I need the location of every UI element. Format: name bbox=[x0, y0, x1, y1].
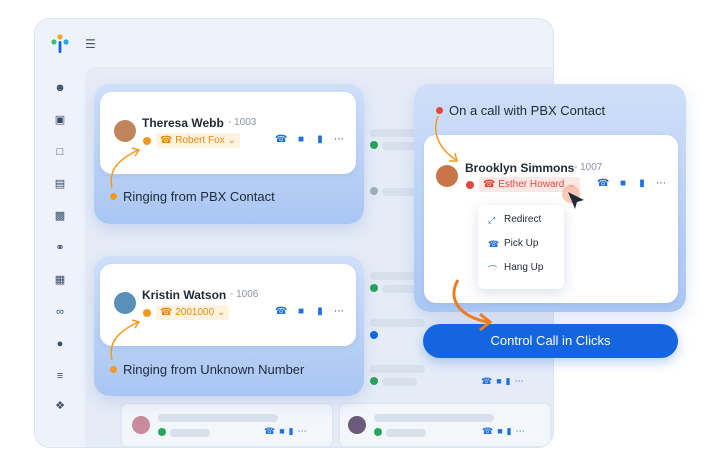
hangup-icon: ⌒ bbox=[488, 265, 498, 275]
message-icon[interactable]: ▮ bbox=[639, 178, 645, 189]
status-dot bbox=[370, 331, 378, 339]
contact-extension: - 1003 bbox=[228, 117, 257, 128]
avatar bbox=[132, 416, 150, 434]
contact-card-kristin[interactable]: Kristin Watson - 1006 ☎ 2001000 ⌄ ☎ ■ ▮ … bbox=[100, 264, 356, 346]
caller-tag[interactable]: ☎ Esther Howard ⌄ bbox=[479, 177, 580, 192]
caption-on-call: On a call with PBX Contact bbox=[449, 103, 606, 118]
more-icon[interactable]: ⋯ bbox=[334, 134, 344, 145]
menu-item-hang-up[interactable]: Hang Up bbox=[504, 262, 544, 273]
contact-name: Kristin Watson bbox=[142, 288, 227, 302]
row-action-icons[interactable]: ☎■▮⋯ bbox=[481, 376, 528, 386]
placeholder-row bbox=[386, 429, 426, 437]
online-dot bbox=[370, 141, 378, 149]
contact-card[interactable]: ☎■▮⋯ bbox=[339, 403, 551, 447]
placeholder-row bbox=[170, 429, 210, 437]
caller-tag[interactable]: ☎ 2001000 ⌄ bbox=[156, 305, 230, 320]
contact-card-brooklyn[interactable]: Brooklyn Simmons - 1007 ☎ Esther Howard … bbox=[424, 135, 678, 303]
placeholder-row bbox=[370, 129, 425, 137]
placeholder-row bbox=[370, 365, 425, 373]
caption-ringing-unknown: Ringing from Unknown Number bbox=[123, 362, 305, 377]
phone-icon[interactable]: ☎ bbox=[597, 178, 610, 189]
message-icon[interactable]: ▮ bbox=[317, 306, 323, 317]
queue-icon[interactable]: ▤ bbox=[54, 178, 66, 190]
more-icon[interactable]: ⋯ bbox=[334, 306, 344, 317]
caption-bullet bbox=[110, 366, 117, 373]
caption-bullet bbox=[436, 107, 443, 114]
contact-extension: - 1006 bbox=[230, 289, 259, 300]
voicemail-icon[interactable]: ∞ bbox=[56, 306, 64, 318]
menu-item-pick-up[interactable]: Pick Up bbox=[504, 238, 539, 249]
phone-icon: ☎ bbox=[488, 239, 500, 249]
control-call-button[interactable]: Control Call in Clicks bbox=[423, 324, 678, 358]
phone-icon[interactable]: ☎ bbox=[275, 134, 288, 145]
status-dot bbox=[370, 187, 378, 195]
contact-card-theresa[interactable]: Theresa Webb - 1003 ☎ Robert Fox ⌄ ☎ ■ ▮… bbox=[100, 92, 356, 174]
ringing-status-dot bbox=[143, 137, 151, 145]
phone-icon[interactable]: ☎ bbox=[275, 306, 288, 317]
placeholder-row bbox=[382, 378, 417, 386]
contact-card[interactable]: ☎■▮⋯ bbox=[121, 403, 333, 447]
avatar bbox=[114, 292, 136, 314]
placeholder-row bbox=[158, 414, 278, 422]
headset-icon[interactable]: ⚭ bbox=[55, 242, 65, 254]
call-action-menu: ⤢ Redirect ☎ Pick Up ⌒ Hang Up bbox=[478, 205, 564, 289]
row-action-icons[interactable]: ☎■▮⋯ bbox=[482, 426, 529, 436]
ringing-status-dot bbox=[143, 309, 151, 317]
caller-name: Robert Fox bbox=[175, 135, 225, 146]
message-icon[interactable]: ▮ bbox=[317, 134, 323, 145]
mic-icon[interactable]: ● bbox=[56, 338, 64, 350]
list-icon[interactable]: ≡ bbox=[56, 370, 64, 382]
caller-tag[interactable]: ☎ Robert Fox ⌄ bbox=[156, 133, 240, 148]
contact-name: Brooklyn Simmons bbox=[465, 161, 575, 175]
active-call-status-dot bbox=[466, 181, 474, 189]
menu-item-redirect[interactable]: Redirect bbox=[504, 214, 542, 225]
menu-toggle-icon[interactable]: ☰ bbox=[85, 37, 96, 51]
chat-icon[interactable]: □ bbox=[56, 146, 64, 158]
contact-extension: - 1007 bbox=[574, 162, 603, 173]
report-icon[interactable]: ▦ bbox=[54, 274, 66, 286]
placeholder-row bbox=[370, 319, 425, 327]
logo-icon bbox=[51, 34, 69, 53]
book-icon[interactable]: ▣ bbox=[54, 114, 66, 126]
caller-name: Esther Howard bbox=[498, 179, 565, 190]
redirect-icon: ⤢ bbox=[488, 215, 496, 225]
online-dot bbox=[370, 377, 378, 385]
video-icon[interactable]: ■ bbox=[297, 306, 305, 317]
video-icon[interactable]: ■ bbox=[297, 134, 305, 145]
placeholder-row bbox=[382, 188, 417, 196]
contacts-icon[interactable]: ☻ bbox=[54, 82, 66, 94]
avatar bbox=[436, 165, 458, 187]
video-icon[interactable]: ■ bbox=[619, 178, 627, 189]
avatar bbox=[348, 416, 366, 434]
more-icon[interactable]: ⋯ bbox=[656, 178, 666, 189]
placeholder-row bbox=[374, 414, 494, 422]
caption-bullet bbox=[110, 193, 117, 200]
online-dot bbox=[374, 428, 382, 436]
caption-ringing-pbx: Ringing from PBX Contact bbox=[123, 189, 275, 204]
sidebar: ☻ ▣ □ ▤ ▩ ⚭ ▦ ∞ ● ≡ ❖ bbox=[35, 19, 85, 447]
online-dot bbox=[158, 428, 166, 436]
puzzle-icon[interactable]: ❖ bbox=[55, 400, 65, 412]
placeholder-row bbox=[382, 142, 417, 150]
row-action-icons[interactable]: ☎■▮⋯ bbox=[264, 426, 311, 436]
caller-number: 2001000 bbox=[175, 307, 215, 318]
placeholder-row bbox=[370, 272, 425, 280]
placeholder-row bbox=[382, 285, 417, 293]
contact-name: Theresa Webb bbox=[142, 116, 224, 130]
online-dot bbox=[370, 284, 378, 292]
avatar bbox=[114, 120, 136, 142]
monitor-icon[interactable]: ▩ bbox=[54, 210, 66, 222]
